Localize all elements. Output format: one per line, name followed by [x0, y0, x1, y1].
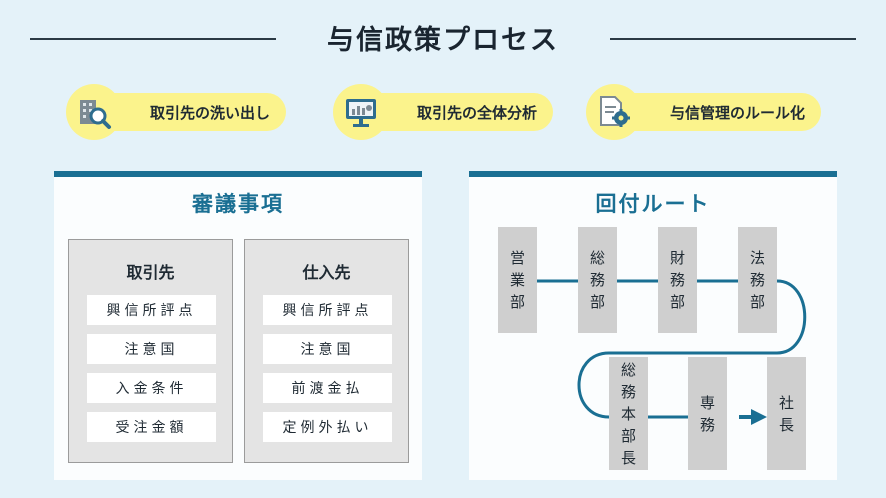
- supplier-column: 仕入先 興信所評点 注意国 前渡金払 定例外払い: [244, 239, 409, 463]
- route-panel-title: 回付ルート: [595, 192, 711, 216]
- document-gear-icon: [600, 96, 630, 127]
- step-3-label: 与信管理のルール化: [614, 93, 822, 131]
- route-node-president: 社長: [767, 357, 806, 470]
- route-panel: 回付ルート 営業部 総務部 財務部 法務部 総務本部長 専務 社長: [469, 171, 837, 480]
- step-1-label: 取引先の洗い出し: [94, 93, 287, 131]
- supplier-column-title: 仕入先: [302, 263, 351, 282]
- route-node-finance: 財務部: [658, 227, 697, 333]
- route-node-sales: 営業部: [498, 227, 537, 333]
- step-2: 取引先の全体分析: [333, 84, 573, 140]
- route-node-general-affairs: 総務部: [578, 227, 617, 333]
- route-node-legal: 法務部: [738, 227, 777, 333]
- building-magnifier-icon: [80, 100, 111, 129]
- monitor-chart-icon: [346, 99, 376, 127]
- header-line-right: [610, 38, 856, 40]
- step-1: 取引先の洗い出し: [66, 84, 306, 140]
- header-line-left: [30, 38, 276, 40]
- supplier-item: 前渡金払: [263, 373, 392, 403]
- page-title: 与信政策プロセス: [327, 25, 559, 56]
- supplier-item: 定例外払い: [263, 412, 392, 442]
- route-flow-line: [518, 279, 807, 425]
- customer-column: 取引先 興信所評点 注意国 入金条件 受注金額: [68, 239, 233, 463]
- step-3: 与信管理のルール化: [586, 84, 836, 140]
- customer-column-title: 取引先: [126, 263, 175, 282]
- customer-item: 興信所評点: [87, 295, 216, 325]
- customer-item: 受注金額: [87, 412, 216, 442]
- customer-item: 注意国: [87, 334, 216, 364]
- review-panel-title: 審議事項: [192, 192, 284, 216]
- customer-item: 入金条件: [87, 373, 216, 403]
- supplier-item: 興信所評点: [263, 295, 392, 325]
- route-node-general-affairs-head: 総務本部長: [609, 357, 648, 470]
- supplier-item: 注意国: [263, 334, 392, 364]
- review-panel: 審議事項 取引先 興信所評点 注意国 入金条件 受注金額 仕入先 興信所評点 注…: [54, 171, 422, 480]
- route-node-senior-director: 専務: [688, 357, 727, 470]
- step-2-label: 取引先の全体分析: [361, 93, 554, 131]
